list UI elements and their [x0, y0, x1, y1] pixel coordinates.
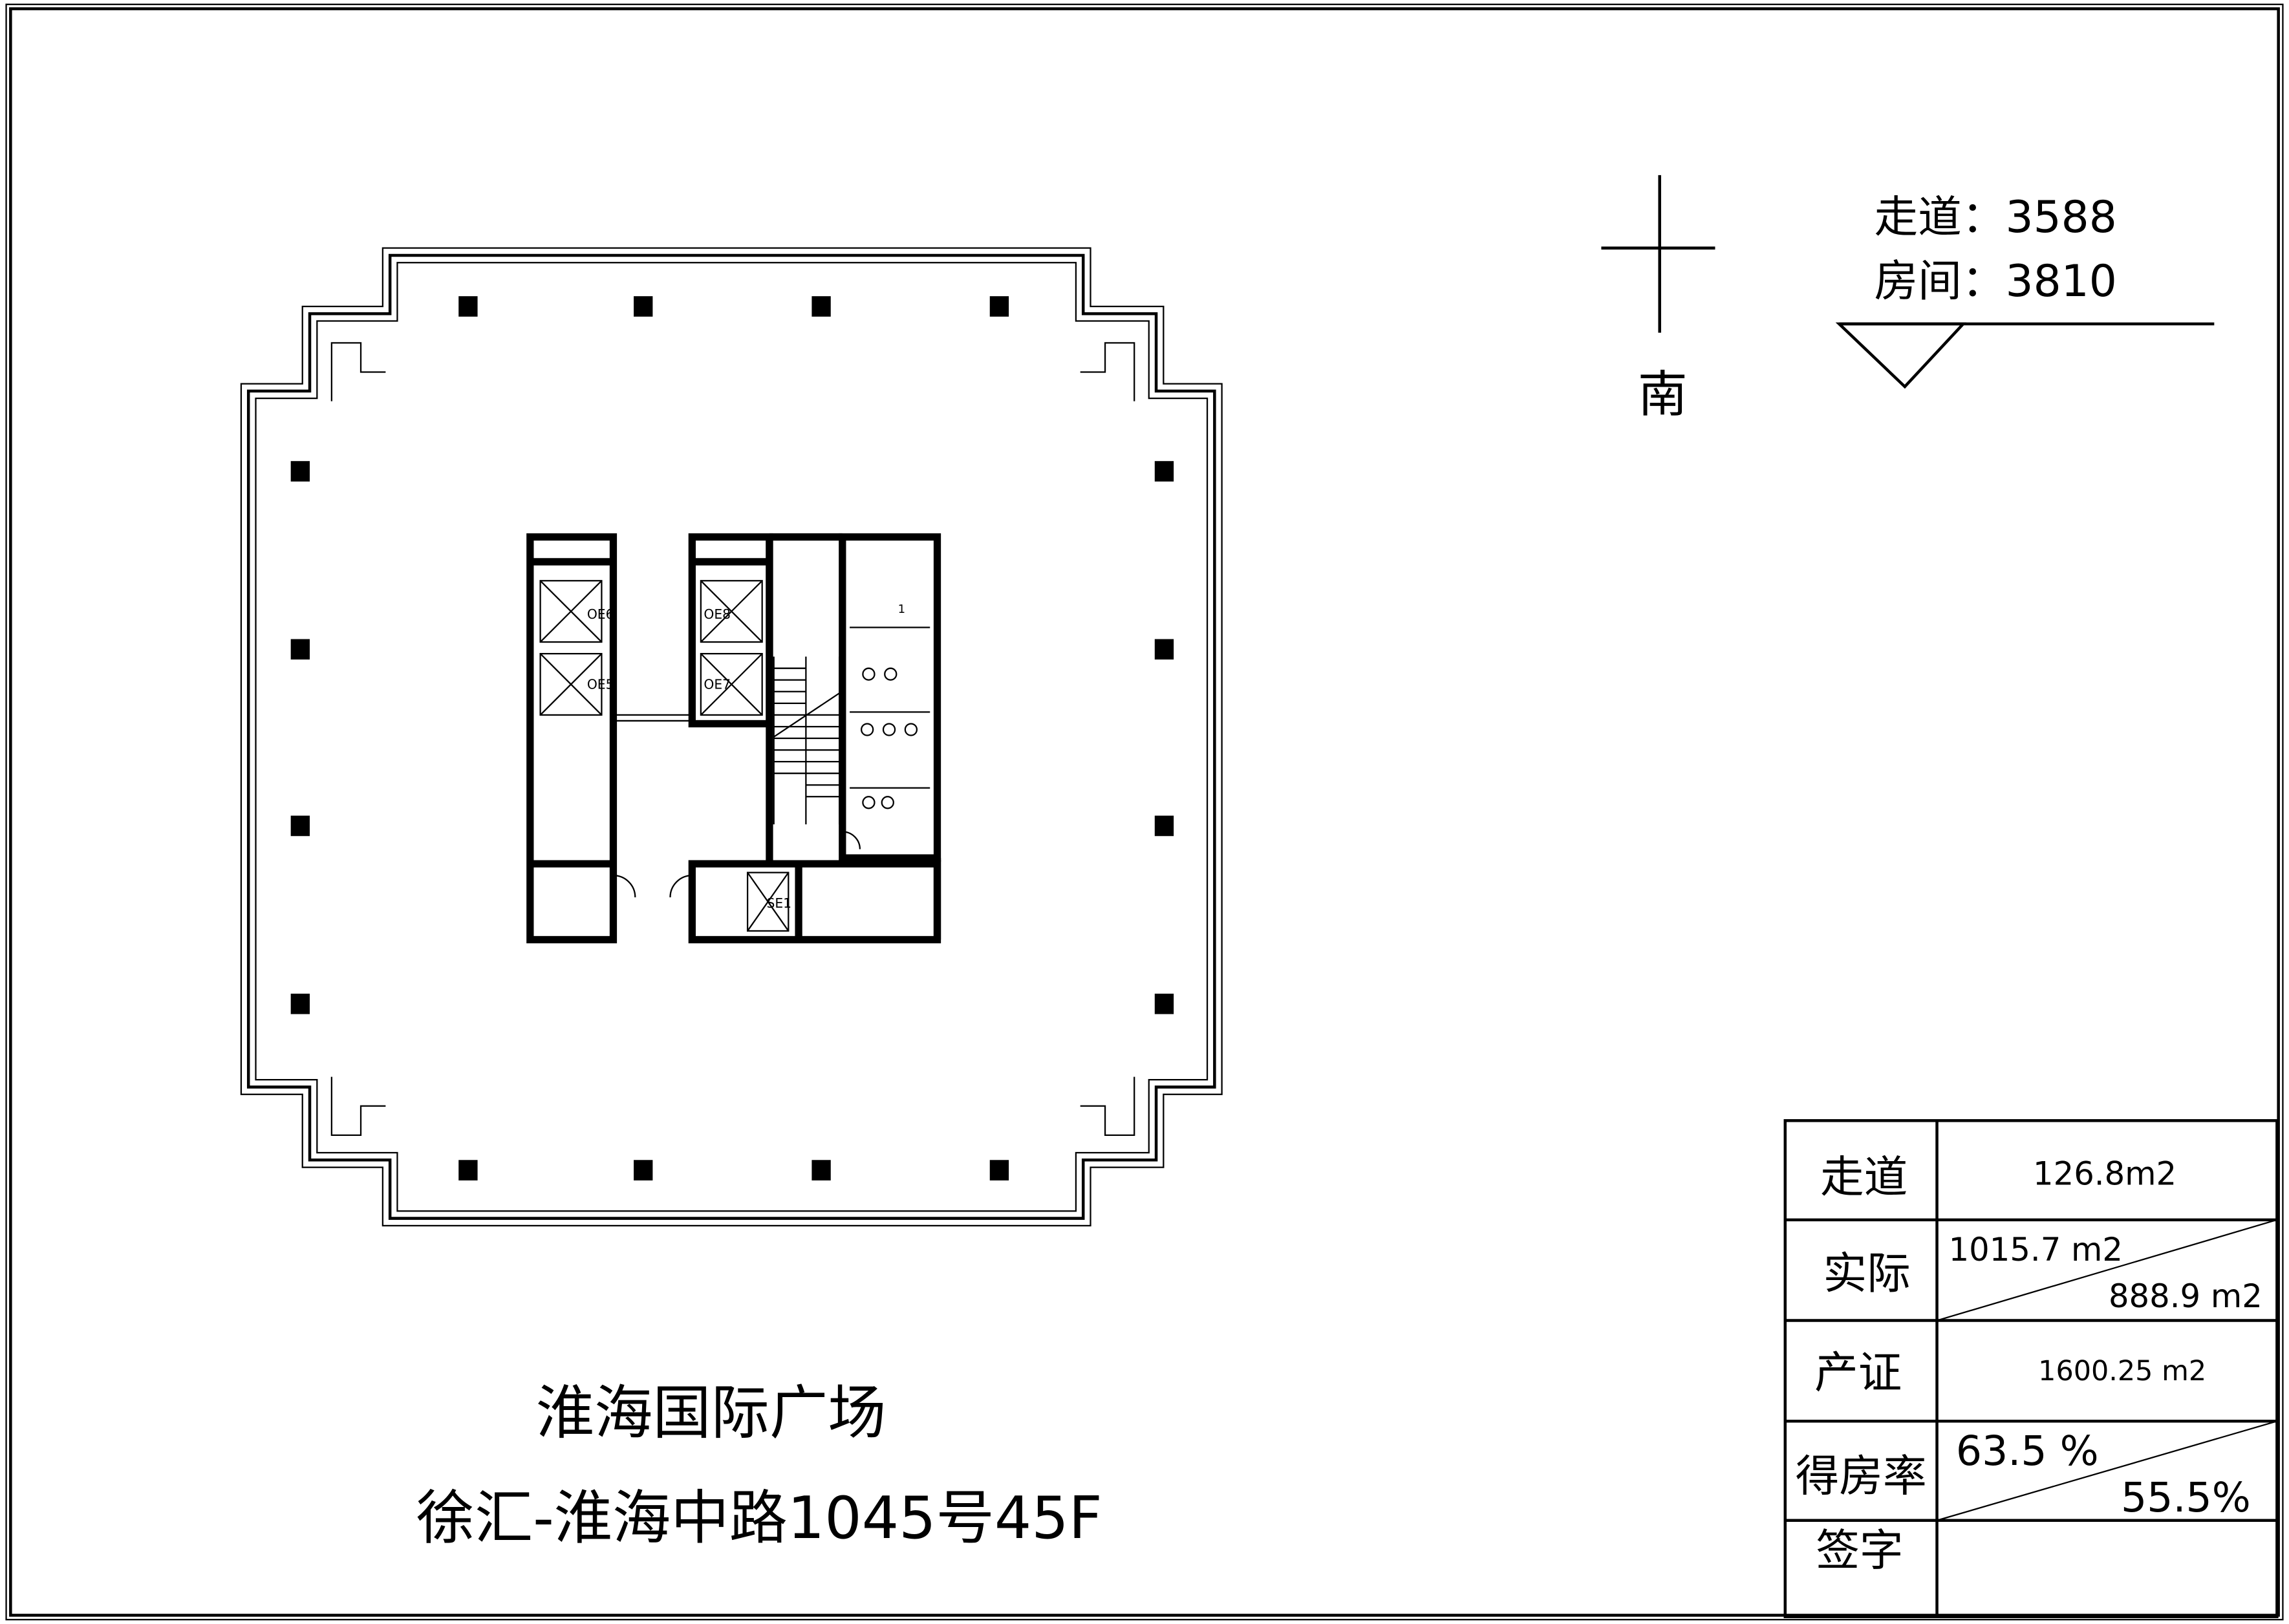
table-value-actual-bottom: 888.9 m2	[2109, 1277, 2262, 1315]
building-address: 徐汇-淮海中路1045号45F	[416, 1484, 1102, 1552]
north-south-indicator: 南	[1601, 175, 1715, 423]
stair	[773, 656, 841, 825]
table-label-signature: 签字	[1816, 1525, 1903, 1576]
table-value-certificate: 1600.25 m2	[2038, 1355, 2206, 1387]
table-label-corridor: 走道	[1820, 1151, 1908, 1202]
table-label-certificate: 产证	[1814, 1347, 1902, 1398]
building-outline	[240, 247, 1223, 1226]
building-core: OE6 OE5 OE8 OE7 SE1 1	[526, 533, 941, 944]
table-label-actual: 实际	[1823, 1248, 1911, 1299]
toilet-mark: 1	[898, 603, 905, 616]
building-name: 淮海国际广场	[536, 1379, 887, 1447]
elevator-label: OE7	[704, 676, 731, 692]
elevator-label: OE8	[704, 606, 731, 622]
elevator-label: OE6	[587, 606, 614, 622]
table-value-actual-top: 1015.7 m2	[1949, 1231, 2123, 1268]
corridor-note: 走道：3588	[1874, 191, 2116, 242]
table-value-efficiency-bottom: 55.5%	[2121, 1473, 2251, 1521]
room-note: 房间：3810	[1874, 255, 2116, 306]
sheet-border	[5, 3, 2284, 1621]
elevator-label: OE5	[587, 676, 614, 692]
structural-columns	[290, 296, 1174, 1181]
table-value-corridor: 126.8m2	[2033, 1155, 2176, 1193]
elevator-label: SE1	[766, 895, 791, 911]
area-table: 走道 126.8m2 实际 1015.7 m2 888.9 m2 产证 1600…	[1783, 1119, 2279, 1618]
table-label-efficiency: 得房率	[1796, 1451, 1927, 1502]
table-value-efficiency-top: 63.5 %	[1956, 1427, 2099, 1475]
compass-direction-label: 南	[1638, 366, 1688, 423]
area-notes: 走道：3588 房间：3810	[1835, 191, 2215, 389]
level-marker-icon	[1835, 322, 1967, 389]
